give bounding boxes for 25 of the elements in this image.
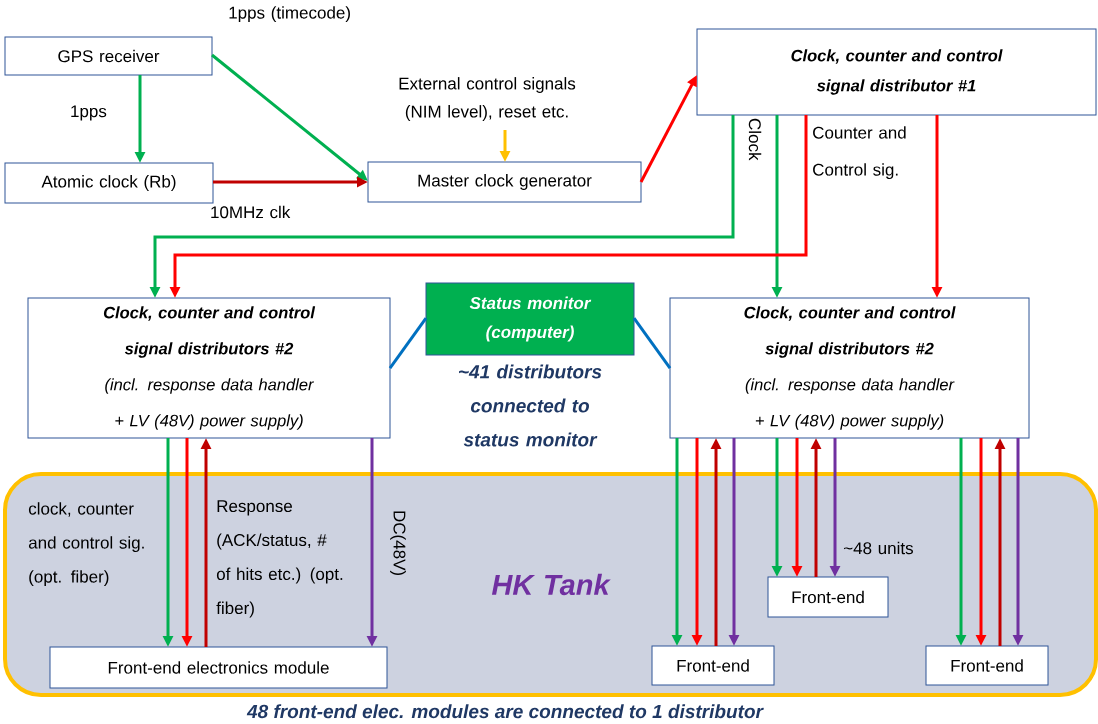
- process-box: Clock, counter and control signal distributors #2 (incl. response data handler + LV (48V) power supply): [669, 297, 1030, 439]
- note-text: ~41 distributors connected to status monitor: [459, 364, 602, 447]
- process-box: Front-end: [925, 645, 1049, 686]
- monitor-box: Status monitor (computer): [425, 282, 635, 356]
- process-box: Clock, counter and control signal distributor #1: [696, 28, 1097, 116]
- edge-label: DC(48V): [390, 511, 406, 576]
- edge-label: Clock: [748, 118, 762, 161]
- process-box: Master clock generator: [367, 161, 642, 203]
- connector-line: [388, 317, 428, 369]
- edge-label: clock, counter and control sig. (opt. fiber): [28, 502, 144, 587]
- signal-label: External control signals (NIM level), reset etc.: [399, 77, 576, 121]
- process-box: Front-end: [767, 576, 889, 618]
- edge-label: 1pps (timecode): [229, 6, 350, 23]
- edge-label: Response (ACK/status, # of hits etc.) (opt. fiber): [216, 500, 343, 618]
- connector-line: [632, 317, 672, 369]
- process-box: Clock, counter and control signal distributors #2 (incl. response data handler + LV (48V) power supply): [27, 297, 391, 439]
- process-box: Front-end electronics module: [49, 646, 388, 689]
- caption: 48 front-end elec. modules are connected to 1 distributor: [246, 704, 764, 719]
- edge-label: 1pps: [71, 105, 107, 121]
- process-box: GPS receiver: [4, 36, 213, 76]
- edge-label: Counter and Control sig.: [813, 126, 906, 180]
- process-box: Front-end: [651, 645, 775, 686]
- edge-label: 10MHz clk: [211, 205, 291, 219]
- edge-label: ~48 units: [844, 541, 913, 555]
- process-box: Atomic clock (Rb): [4, 162, 214, 204]
